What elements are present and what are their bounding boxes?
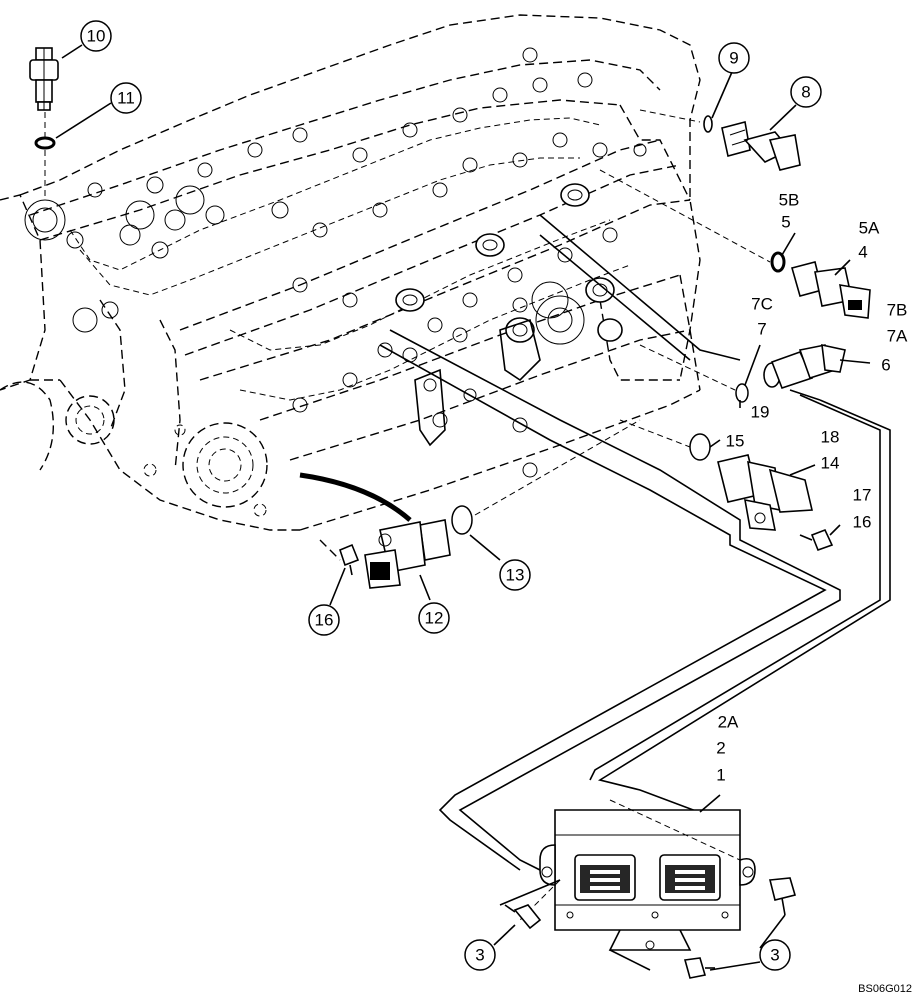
callout-leaders (55, 44, 871, 971)
washer-9 (703, 115, 713, 133)
svg-text:5A: 5A (859, 219, 880, 238)
sensor-8 (721, 121, 801, 171)
svg-text:16: 16 (853, 513, 872, 532)
svg-text:7: 7 (757, 320, 766, 339)
svg-text:5B: 5B (779, 191, 800, 210)
bolt-3-right (768, 877, 797, 916)
svg-text:10: 10 (87, 27, 106, 46)
labels: 5B 5 5A 4 7B 7A 7C 7 6 19 15 18 14 17 16… (716, 191, 908, 785)
ecu-module (519, 799, 756, 951)
callout-13: 13 (499, 559, 531, 591)
bolt-3-left (504, 904, 542, 930)
svg-text:5: 5 (781, 213, 790, 232)
oring-19 (735, 383, 749, 403)
callout-10: 10 (80, 20, 112, 52)
callout-12: 12 (418, 602, 450, 634)
callout-3-left: 3 (464, 939, 496, 971)
svg-text:17: 17 (853, 486, 872, 505)
callout-16-left: 16 (308, 604, 340, 636)
svg-text:18: 18 (821, 428, 840, 447)
svg-text:7B: 7B (887, 301, 908, 320)
oring-5 (770, 251, 786, 273)
timing-cover (0, 381, 268, 517)
svg-text:7A: 7A (887, 327, 908, 346)
svg-text:3: 3 (475, 946, 484, 965)
sensor-6 (763, 343, 846, 390)
svg-text:3: 3 (770, 946, 779, 965)
sensor-4 (791, 261, 871, 319)
svg-text:8: 8 (801, 83, 810, 102)
callout-8: 8 (790, 76, 822, 108)
callout-9: 9 (718, 42, 750, 74)
svg-text:7C: 7C (751, 295, 773, 314)
svg-text:1: 1 (716, 766, 725, 785)
oring-11 (34, 136, 56, 150)
sensor-14 (717, 454, 813, 531)
svg-text:16: 16 (315, 611, 334, 630)
bolt-3-bottom (683, 957, 715, 979)
svg-text:11: 11 (117, 89, 135, 108)
oring-15 (689, 433, 711, 461)
svg-text:14: 14 (821, 454, 840, 473)
svg-text:13: 13 (506, 566, 525, 585)
svg-text:9: 9 (729, 49, 738, 68)
sensor-10 (29, 47, 59, 111)
svg-text:19: 19 (751, 403, 770, 422)
svg-text:12: 12 (425, 609, 444, 628)
svg-text:2: 2 (716, 739, 725, 758)
callout-3-right: 3 (759, 939, 791, 971)
wiring-harness (299, 214, 891, 871)
bolt-16-left (339, 543, 360, 576)
head-bolts (24, 47, 647, 478)
oring-13 (451, 505, 473, 535)
bolt-16-right (799, 528, 834, 552)
svg-text:2A: 2A (718, 713, 739, 732)
lift-bracket (414, 318, 541, 447)
svg-text:15: 15 (726, 432, 745, 451)
callout-11: 11 (110, 82, 142, 114)
reference-code: BS06G012 (858, 983, 912, 995)
svg-text:6: 6 (881, 356, 890, 375)
svg-text:4: 4 (858, 243, 867, 262)
sensor-12 (364, 519, 451, 589)
